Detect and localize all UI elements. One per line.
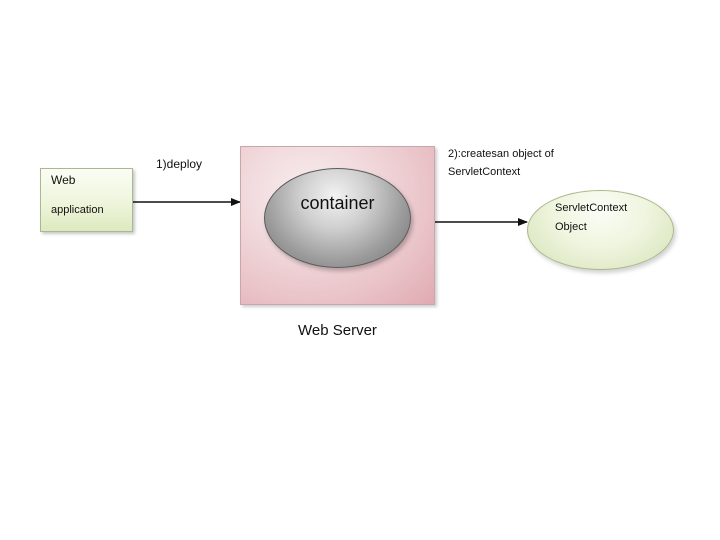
web-application-node: Web application — [40, 168, 133, 232]
servlet-context-object-label-line2: Object — [555, 221, 587, 233]
servlet-context-object-node — [527, 190, 674, 270]
web-server-label: Web Server — [298, 322, 377, 339]
deploy-label: 1)deploy — [156, 157, 203, 171]
container-label: container — [300, 193, 375, 213]
create-object-label-line1: 2):createsan object of — [448, 148, 554, 160]
web-application-label-line1: Web — [51, 173, 76, 187]
container-node — [264, 168, 411, 268]
web-application-label-line2: application — [51, 204, 104, 216]
create-object-label-line2: ServletContext — [448, 166, 521, 178]
servlet-context-object-label-line1: ServletContext — [555, 202, 628, 214]
